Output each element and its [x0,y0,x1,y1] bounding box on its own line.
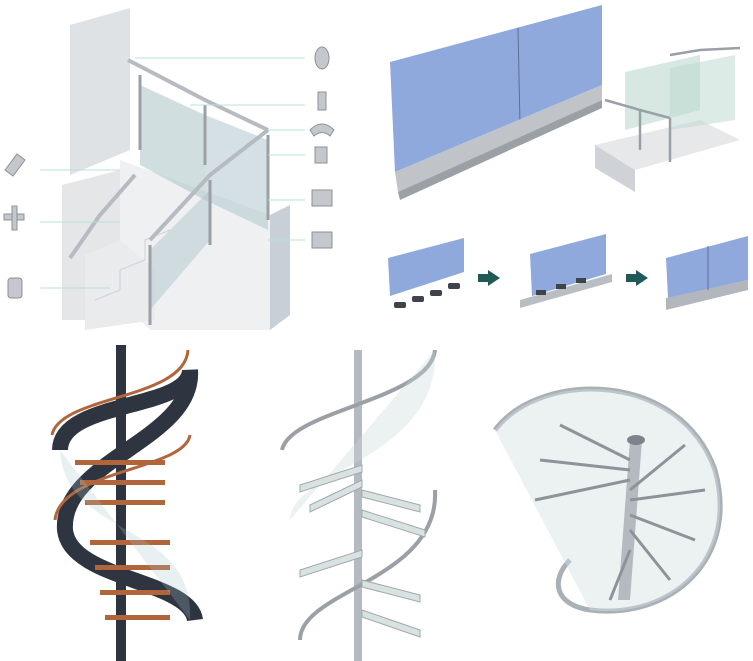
exploded-railing-panel [0,0,370,340]
spiral-dark-panel [20,340,240,661]
spiral-dark-illustration [50,345,203,661]
glass-balustrade-illustration [390,5,741,200]
installation-steps-panel [370,220,753,340]
spiral-top-view-panel [480,350,753,661]
exploded-railing-illustration [3,8,335,330]
installation-steps-illustration [388,234,748,310]
glass-balustrade-panel [370,0,753,220]
spiral-glass-illustration [280,349,438,661]
spiral-top-view-illustration [493,386,723,614]
spiral-glass-panel [270,340,460,661]
